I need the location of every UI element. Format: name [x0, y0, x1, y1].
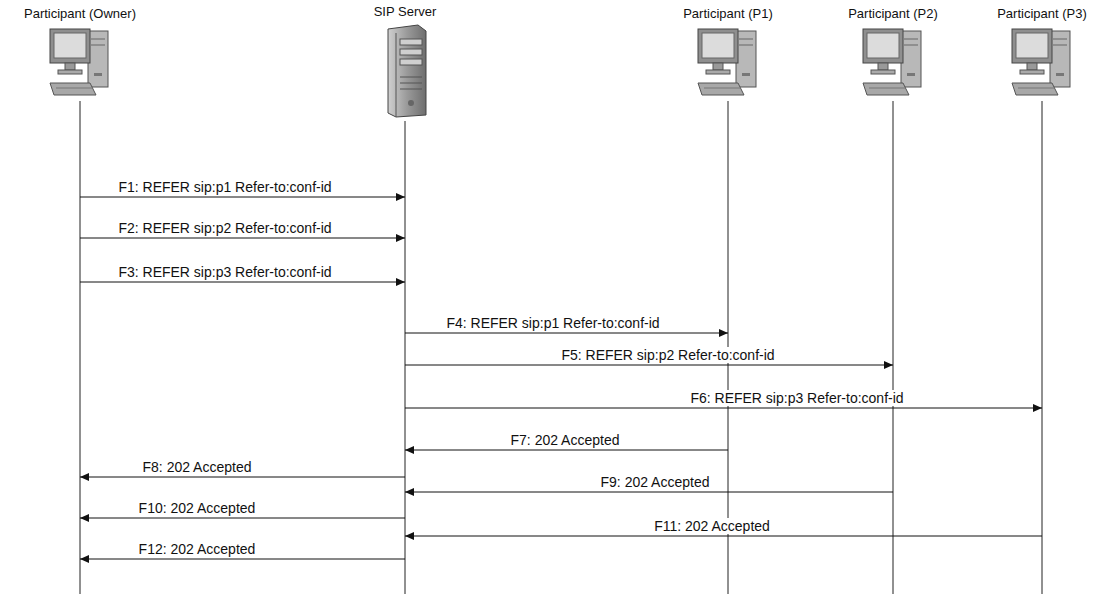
- lifeline: [80, 101, 81, 594]
- computer-icon: [1010, 25, 1074, 99]
- message-label: F5: REFER sip:p2 Refer-to:conf-id: [559, 347, 776, 363]
- icon-holder: [679, 25, 777, 99]
- arrowhead: [396, 193, 405, 201]
- arrowhead: [80, 473, 89, 481]
- arrowhead: [80, 514, 89, 522]
- icon-holder: [20, 25, 140, 99]
- arrowhead: [405, 532, 414, 540]
- icon-holder: [993, 25, 1091, 99]
- lifeline: [1042, 101, 1043, 594]
- message-label: F6: REFER sip:p3 Refer-to:conf-id: [688, 390, 905, 406]
- computer-icon: [696, 25, 760, 99]
- arrowhead: [405, 446, 414, 454]
- participant-label: Participant (P2): [848, 6, 938, 21]
- arrowhead: [396, 234, 405, 242]
- icon-holder: [844, 25, 942, 99]
- arrowhead: [80, 555, 89, 563]
- arrowhead: [405, 488, 414, 496]
- message-label: F8: 202 Accepted: [141, 459, 254, 475]
- message-label: F10: 202 Accepted: [137, 500, 258, 516]
- participant-node: Participant (P1): [679, 4, 777, 99]
- message-label: F2: REFER sip:p2 Refer-to:conf-id: [116, 220, 333, 236]
- server-icon: [380, 23, 430, 119]
- message-label: F9: 202 Accepted: [599, 474, 712, 490]
- arrowhead: [884, 361, 893, 369]
- computer-icon: [861, 25, 925, 99]
- participant-node: Participant (P3): [993, 4, 1091, 99]
- message-label: F3: REFER sip:p3 Refer-to:conf-id: [116, 264, 333, 280]
- participant-label: Participant (Owner): [24, 6, 136, 21]
- message-label: F1: REFER sip:p1 Refer-to:conf-id: [116, 179, 333, 195]
- participant-node: Participant (P2): [844, 4, 942, 99]
- participant-label: Participant (P3): [997, 6, 1087, 21]
- message-label: F4: REFER sip:p1 Refer-to:conf-id: [444, 315, 661, 331]
- lifeline: [893, 101, 894, 594]
- message-label: F7: 202 Accepted: [509, 432, 622, 448]
- message-label: F12: 202 Accepted: [137, 541, 258, 557]
- participant-label: SIP Server: [374, 4, 437, 19]
- participant-node: SIP Server: [370, 2, 441, 119]
- lifeline: [405, 121, 406, 594]
- arrowhead: [1033, 404, 1042, 412]
- arrowhead: [396, 278, 405, 286]
- computer-icon: [48, 25, 112, 99]
- icon-holder: [370, 23, 441, 119]
- participant-label: Participant (P1): [683, 6, 773, 21]
- participant-node: Participant (Owner): [20, 4, 140, 99]
- message-label: F11: 202 Accepted: [652, 518, 772, 534]
- arrowhead: [719, 329, 728, 337]
